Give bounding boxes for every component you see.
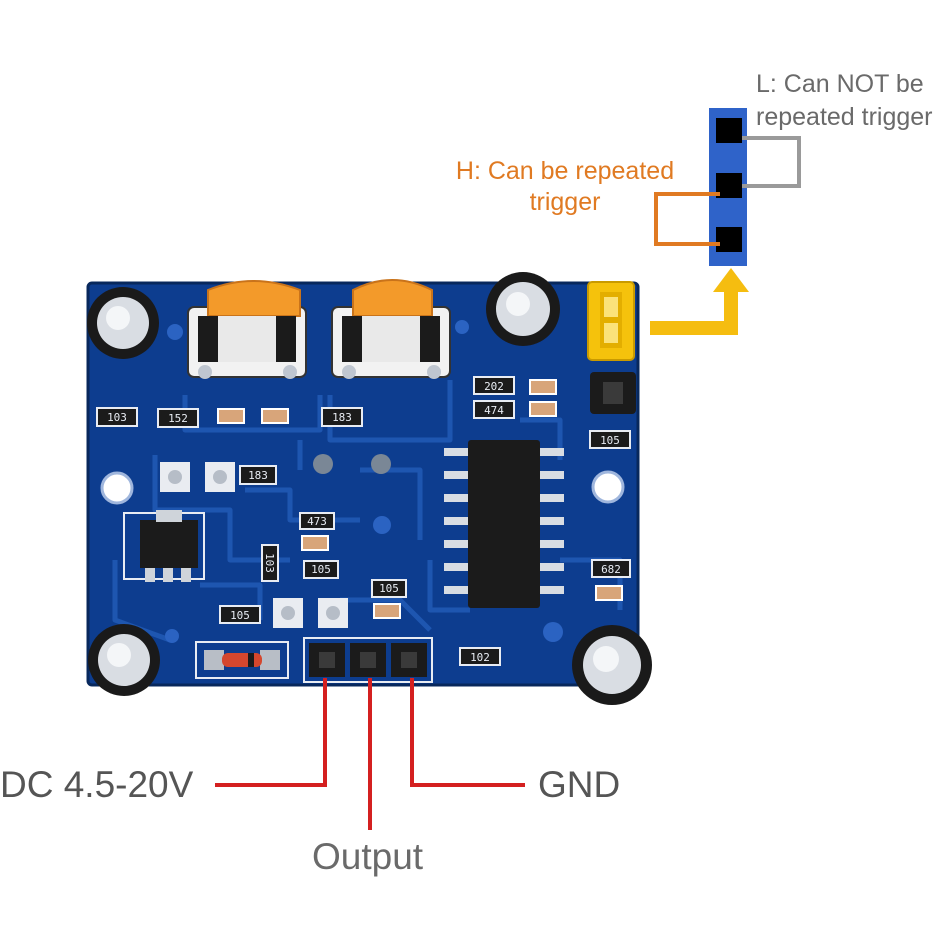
silkscreen-code: 105 xyxy=(379,582,399,595)
l-mode-line-1: L: Can NOT be xyxy=(756,70,924,98)
silkscreen-code: 103 xyxy=(263,553,276,573)
pcb-board: 103 152 183 183 473 103 105 105 202 474 … xyxy=(86,272,652,705)
silkscreen-code: 105 xyxy=(311,563,331,576)
h-mode-line-2: trigger xyxy=(529,188,601,216)
trigger-jumper xyxy=(587,281,635,361)
pin-middle xyxy=(716,173,742,198)
l-mode-label: L: Can NOT be repeated trigger xyxy=(756,68,933,134)
silkscreen-code: 102 xyxy=(470,651,490,664)
silkscreen-code: 183 xyxy=(332,411,352,424)
via xyxy=(167,324,183,340)
via xyxy=(373,516,391,534)
potentiometer-right xyxy=(331,279,451,379)
output-pin-label: Output xyxy=(312,836,424,877)
pcb-traces xyxy=(112,380,623,643)
gnd-pin-label: GND xyxy=(538,764,621,805)
capacitor-bottom-right xyxy=(572,625,652,705)
silkscreen-code: 202 xyxy=(484,380,504,393)
silkscreen-code: 474 xyxy=(484,404,504,417)
pcb-edge xyxy=(86,281,640,687)
silkscreen-code: 682 xyxy=(601,563,621,576)
vcc-wire xyxy=(215,678,327,787)
via xyxy=(165,629,179,643)
arrow xyxy=(650,268,749,335)
jumper-header-diagram xyxy=(654,108,801,266)
via xyxy=(455,320,469,334)
silkscreen-code: 473 xyxy=(307,515,327,528)
capacitor-bottom-left xyxy=(88,624,160,696)
vcc-pin-label: DC 4.5-20V xyxy=(0,764,194,805)
pin-wires xyxy=(215,678,525,830)
solder-pads xyxy=(160,462,348,628)
silkscreen-code: 105 xyxy=(230,609,250,622)
silkscreen-code: 152 xyxy=(168,412,188,425)
via xyxy=(371,454,391,474)
via xyxy=(313,454,333,474)
ic-chip xyxy=(444,440,564,608)
mounting-hole-right xyxy=(591,470,625,504)
h-mode-line-1: H: Can be repeated xyxy=(455,157,675,185)
voltage-regulator xyxy=(123,510,205,582)
side-header xyxy=(590,372,636,414)
smd-resistors xyxy=(96,376,631,666)
mounting-hole-left xyxy=(100,471,134,505)
pin-l xyxy=(716,118,742,143)
diode xyxy=(195,641,289,679)
l-mode-line-2: repeated trigger xyxy=(756,103,933,131)
silkscreen-code: 183 xyxy=(248,469,268,482)
capacitor-top-left xyxy=(87,287,159,359)
ceramic-capacitors xyxy=(217,379,623,619)
pin-h xyxy=(716,227,742,252)
silkscreen-code: 105 xyxy=(600,434,620,447)
h-mode-label: H: Can be repeated trigger xyxy=(446,156,684,218)
h-bracket xyxy=(654,192,720,246)
silkscreen-code: 103 xyxy=(107,411,127,424)
l-bracket xyxy=(742,136,801,188)
via xyxy=(543,622,563,642)
capacitor-top-right xyxy=(486,272,560,346)
gnd-wire xyxy=(410,678,525,787)
potentiometer-left xyxy=(187,280,307,379)
pin-header xyxy=(303,637,433,683)
